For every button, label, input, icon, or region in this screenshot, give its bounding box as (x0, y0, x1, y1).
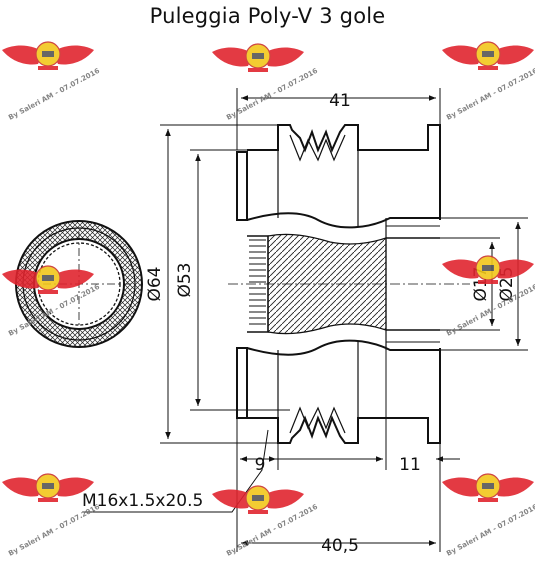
watermark-logo-icon (211, 43, 305, 73)
drawing-title: Puleggia Poly-V 3 gole (149, 4, 386, 28)
thread-label: M16x1.5x20.5 (82, 491, 203, 511)
watermark-logo-icon (441, 473, 535, 503)
groove-diameter-label: Ø53 (175, 262, 195, 297)
base-width-label: 40,5 (321, 536, 359, 556)
left-offset-label: 9 (255, 455, 266, 475)
dimensions (82, 88, 528, 552)
watermark-text: By Saleri AM - 07.07.2016 (7, 67, 101, 122)
watermark-text: By Saleri AM - 07.07.2016 (7, 503, 101, 558)
watermark-text: By Saleri AM - 07.07.2016 (445, 67, 535, 122)
watermark-text: By Saleri AM - 07.07.2016 (225, 503, 319, 558)
watermark-logo-icon (1, 473, 95, 503)
watermark-text: By Saleri AM - 07.07.2016 (445, 503, 535, 558)
overall-width-label: 41 (329, 91, 351, 111)
watermark-logo-icon (441, 41, 535, 71)
watermark-logo-icon (211, 485, 305, 515)
outer-diameter-label: Ø64 (145, 266, 165, 301)
right-offset-label: 11 (399, 455, 421, 475)
section-view (228, 124, 470, 444)
watermark-logo-icon (441, 255, 535, 285)
watermark-logo-icon (1, 41, 95, 71)
watermark-text: By Saleri AM - 07.07.2016 (225, 67, 319, 122)
